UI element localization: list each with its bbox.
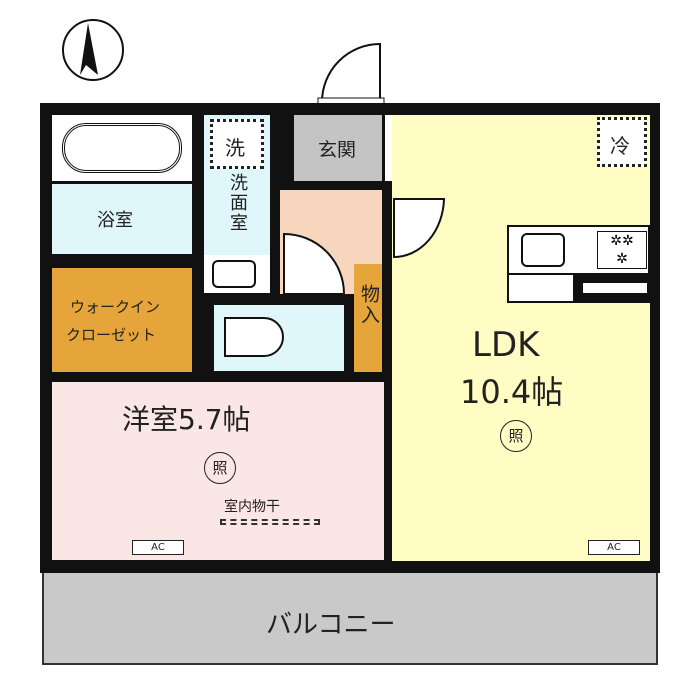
wash-basin <box>204 255 270 293</box>
door-swing-icon <box>283 232 346 294</box>
bedroom-light-icon: 照 <box>204 452 236 484</box>
washer-label: 洗 <box>225 136 245 160</box>
sink-icon <box>212 260 256 288</box>
ldk-light-icon: 照 <box>500 420 532 452</box>
entrance-door-icon <box>317 42 385 105</box>
cabinet-panel <box>509 275 573 301</box>
washroom-label: 洗面室 <box>227 173 248 233</box>
bedroom-ac-icon: AC <box>132 540 184 555</box>
storage-label: 物入 <box>358 284 380 326</box>
ldk: 冷 ✲✲✲ LDK 10.4帖 照 AC <box>392 115 650 561</box>
bedroom-label: 洋室5.7帖 <box>122 403 251 436</box>
washroom: 洗 洗面室 <box>204 115 270 255</box>
bathroom-label: 浴室 <box>97 210 133 231</box>
cabinet-panel <box>583 283 647 293</box>
kitchen-sink-icon <box>521 233 565 267</box>
indoor-drying-label: 室内物干 <box>224 499 280 515</box>
stove-icon: ✲✲✲ <box>597 231 647 269</box>
ldk-ac-icon: AC <box>588 540 640 555</box>
closet-label-1: ウォークイン <box>70 298 161 316</box>
kitchen-counter: ✲✲✲ <box>507 225 650 275</box>
fridge-space-icon: 冷 <box>597 117 647 167</box>
washer-space-icon: 洗 <box>210 119 264 169</box>
ldk-size-label: 10.4帖 <box>460 373 564 411</box>
bathtub <box>52 115 192 181</box>
north-compass-icon <box>62 19 124 81</box>
storage: 物入 <box>354 264 382 372</box>
balcony-label: バルコニー <box>266 610 396 640</box>
kitchen-cabinet <box>507 275 650 303</box>
bedroom: 洋室5.7帖 照 室内物干 AC <box>52 382 384 560</box>
entrance: 玄関 <box>294 115 382 181</box>
closet-label-2: クローゼット <box>66 326 157 344</box>
bathtub-icon <box>62 123 182 173</box>
fridge-label: 冷 <box>610 134 630 158</box>
entrance-label: 玄関 <box>318 139 357 161</box>
toilet-room <box>214 305 344 371</box>
drying-rail-icon <box>220 519 320 525</box>
bathroom: 浴室 <box>52 184 192 254</box>
door-swing-icon <box>393 198 446 259</box>
balcony: バルコニー <box>42 570 658 665</box>
ldk-label: LDK <box>472 325 540 365</box>
walk-in-closet: ウォークイン クローゼット <box>52 268 192 372</box>
toilet-icon <box>224 317 284 357</box>
